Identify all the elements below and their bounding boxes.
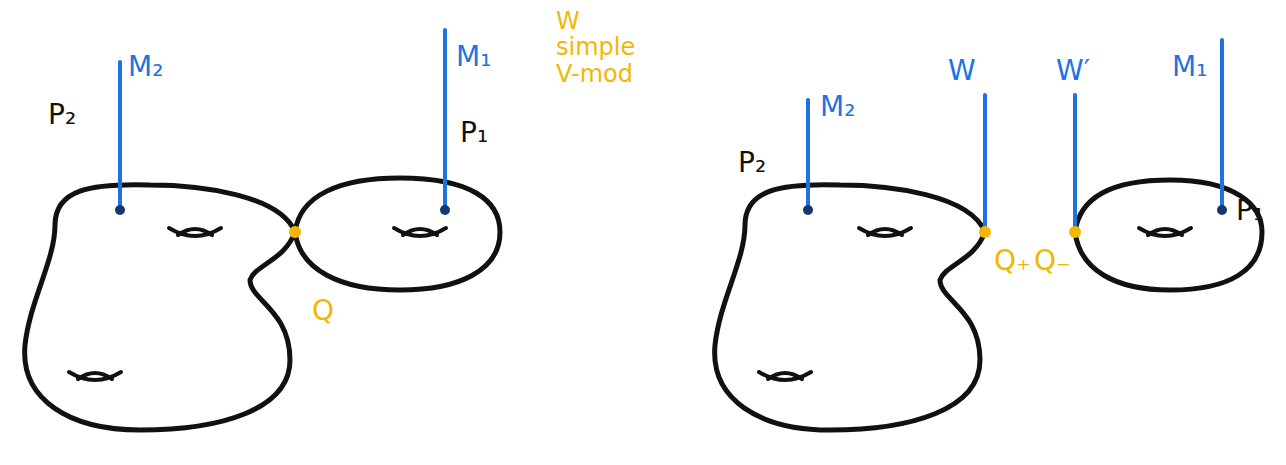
surface-hole (69, 372, 121, 380)
module-label: M₂ (820, 92, 855, 121)
marked-point (1217, 205, 1227, 215)
module-line (1220, 40, 1224, 208)
module-line (1073, 95, 1077, 228)
torus-surface (1075, 180, 1262, 290)
module-line (983, 95, 987, 228)
genus-two-surface (715, 185, 985, 430)
node-label: Q₊ (994, 246, 1031, 275)
marked-point (803, 205, 813, 215)
module-line (806, 100, 810, 208)
module-label: W′ (1056, 56, 1090, 85)
surface-hole (859, 228, 911, 236)
genus-two-surface (25, 185, 295, 430)
node-point (1069, 226, 1081, 238)
surface-hole (169, 228, 221, 236)
point-label: P₂ (48, 100, 76, 129)
module-line (118, 62, 122, 208)
surface-hole (1139, 228, 1191, 236)
module-label: M₁ (1172, 52, 1207, 81)
node-label: Q₋ (1034, 246, 1071, 275)
module-label: W (948, 56, 976, 85)
node-point (979, 226, 991, 238)
surface-hole (394, 228, 446, 236)
marked-point (115, 205, 125, 215)
node-point (289, 226, 301, 238)
module-label: M₁ (456, 42, 491, 71)
marked-point (440, 205, 450, 215)
point-label: P₂ (738, 148, 766, 177)
torus-surface (295, 178, 500, 290)
point-label: P₁ (1236, 196, 1264, 225)
surface-hole (759, 372, 811, 380)
node-label: Q (312, 296, 334, 325)
module-line (443, 30, 447, 208)
module-label: M₂ (128, 52, 163, 81)
annotation-note: W simple V-mod (556, 8, 635, 87)
point-label: P₁ (460, 118, 488, 147)
